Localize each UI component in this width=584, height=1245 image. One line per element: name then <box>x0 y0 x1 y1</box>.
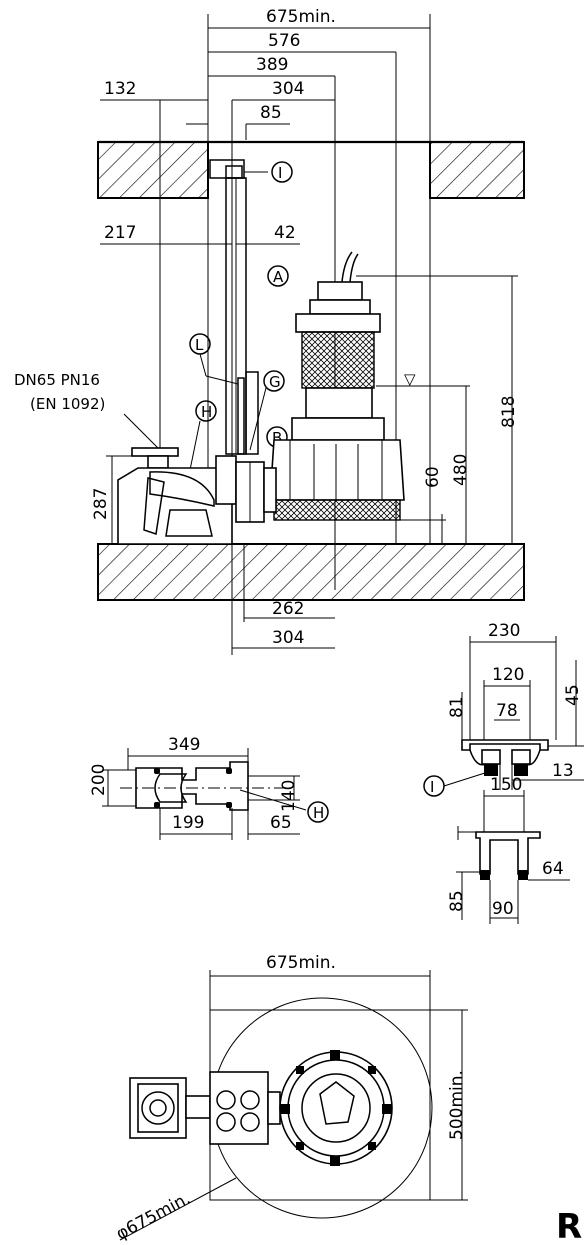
callout-A: A <box>267 265 289 287</box>
dim-42: 42 <box>274 223 296 243</box>
upper-guide-bracket <box>209 159 268 179</box>
svg-text:L: L <box>195 336 204 354</box>
dim-200: 200 <box>89 764 109 796</box>
upper-bracket-detail: 230 120 78 81 45 13 I <box>423 621 584 797</box>
flange-label-line1: DN65 PN16 <box>14 371 100 389</box>
submersible-pump <box>263 251 405 521</box>
dim-60: 60 <box>423 466 443 488</box>
dim-64: 64 <box>542 859 564 879</box>
elevation-view: 675min. 576 389 304 85 132 217 42 I A <box>14 7 525 655</box>
dim-304-top: 304 <box>272 79 304 99</box>
dim-81: 81 <box>447 696 467 718</box>
flange-label-line2: (EN 1092) <box>30 395 105 413</box>
dim-304-bottom: 304 <box>272 628 304 648</box>
ceiling-slab <box>97 140 525 199</box>
dim-90: 90 <box>492 899 514 919</box>
duckfoot-base <box>117 447 265 545</box>
dim-199: 199 <box>172 813 204 833</box>
dim-85-guide: 85 <box>447 890 467 912</box>
dim-675-top: 675min. <box>266 7 336 27</box>
guide-clamp-detail: 150 85 90 64 <box>447 775 570 924</box>
dim-262: 262 <box>272 599 304 619</box>
dim-85: 85 <box>260 103 282 123</box>
height-dimensions <box>356 275 518 544</box>
dim-pit-diameter: φ675min. <box>113 1189 194 1245</box>
dim-576: 576 <box>268 31 300 51</box>
duckfoot-plan-view: 349 200 140 199 65 H <box>89 735 329 840</box>
discharge-flange-plan <box>129 1077 211 1139</box>
svg-text:G: G <box>269 373 281 391</box>
callout-I-bracket: I <box>423 771 489 797</box>
guide-pipes <box>225 177 259 455</box>
corner-letter: R <box>556 1207 582 1245</box>
floor-slab <box>97 543 525 601</box>
callout-G: G <box>249 370 285 451</box>
dim-349: 349 <box>168 735 200 755</box>
water-level-marker: ▽ <box>376 370 470 388</box>
dim-78: 78 <box>496 701 518 721</box>
svg-text:B: B <box>272 429 282 447</box>
callout-H: H <box>189 400 217 471</box>
pump-plan <box>279 1050 393 1166</box>
pit-plan-view: 675min. 500min. <box>113 953 468 1244</box>
dim-287: 287 <box>91 488 111 520</box>
svg-text:I: I <box>278 164 282 182</box>
motor-cooling-jacket <box>301 331 375 389</box>
pump-strainer <box>273 499 401 521</box>
dim-389: 389 <box>256 55 288 75</box>
svg-text:I: I <box>430 778 434 796</box>
dim-675-pit: 675min. <box>266 953 336 973</box>
dim-120: 120 <box>492 665 524 685</box>
dim-132: 132 <box>104 79 136 99</box>
base-frame-plan <box>209 1071 281 1145</box>
svg-text:A: A <box>273 268 284 286</box>
dim-500: 500min. <box>447 1070 467 1140</box>
dim-13: 13 <box>552 761 574 781</box>
dim-65: 65 <box>270 813 292 833</box>
callout-H-plan: H <box>239 789 329 823</box>
svg-text:▽: ▽ <box>404 370 416 388</box>
dim-140: 140 <box>279 780 299 812</box>
svg-text:H: H <box>313 804 324 822</box>
svg-text:H: H <box>201 403 212 421</box>
callout-L: L <box>189 333 239 385</box>
dim-480: 480 <box>451 454 471 486</box>
dim-230: 230 <box>488 621 520 641</box>
dim-217: 217 <box>104 223 136 243</box>
dim-45: 45 <box>563 684 583 706</box>
dim-818: 818 <box>499 396 519 428</box>
callout-I-top: I <box>271 161 293 183</box>
dim-150: 150 <box>490 775 522 795</box>
